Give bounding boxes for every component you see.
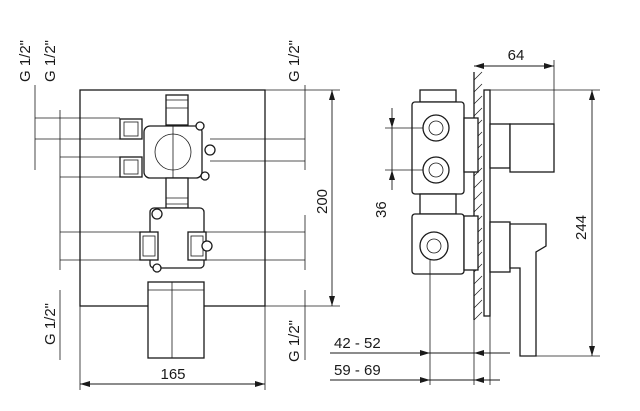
label-g-left-top-2: G 1/2" [42,40,59,82]
side-lever [509,223,547,357]
front-view [34,85,340,390]
label-g-right-bottom: G 1/2" [286,320,303,362]
side-upper-port [422,114,450,142]
label-height-200: 200 [314,189,331,214]
label-g-right-top: G 1/2" [286,40,303,82]
label-height-244: 244 [573,215,590,240]
lever-handle-front [147,281,205,359]
label-range-42-52: 42 - 52 [334,335,381,352]
side-diverter-port [419,231,449,261]
side-cartridge [463,117,479,173]
upper-left-outlet [119,118,143,140]
label-range-59-69: 59 - 69 [334,362,381,379]
side-view [330,60,600,385]
side-cover-plate [483,89,491,317]
label-width-165: 165 [160,366,185,383]
thermostat-knob [509,123,555,173]
top-inlet-pipe [165,94,189,126]
label-g-left-top-1: G 1/2" [17,40,34,82]
label-depth-64: 64 [508,47,525,64]
label-spacing-36: 36 [373,201,390,218]
connector-pipe [165,177,189,209]
label-g-left-bottom: G 1/2" [42,303,59,345]
mid-left-outlet [119,156,143,178]
side-lower-port [422,156,450,184]
lower-left-outlet [139,231,159,261]
side-connector [419,193,457,215]
wall-hatch [473,71,483,321]
side-top-pipe [419,89,457,103]
